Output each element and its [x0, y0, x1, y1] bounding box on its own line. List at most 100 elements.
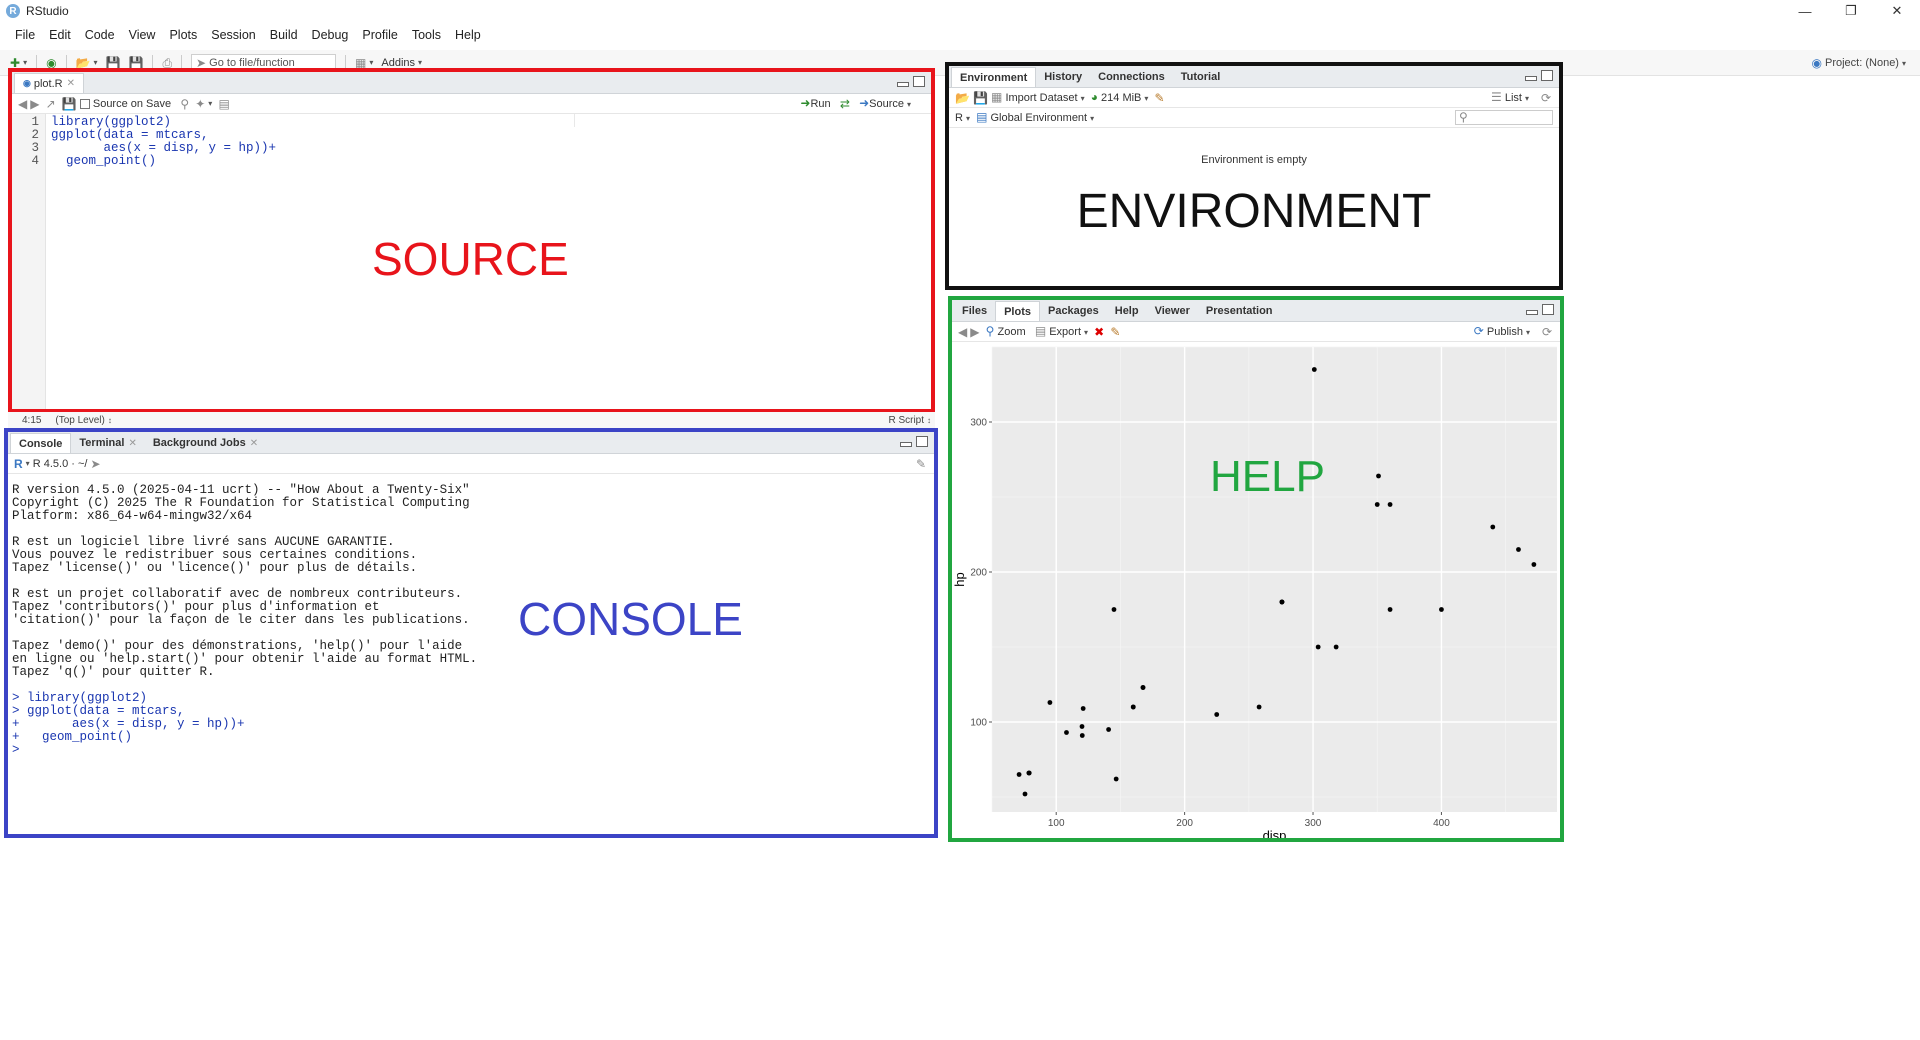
- code-editor[interactable]: 1 2 3 4 library(ggplot2) ggplot(data = m…: [12, 114, 931, 409]
- minimize-pane-button[interactable]: [897, 82, 909, 87]
- tab-connections[interactable]: Connections: [1090, 67, 1173, 87]
- console-line: Copyright (C) 2025 The R Foundation for …: [12, 496, 470, 510]
- console-line: Platform: x86_64-w64-mingw32/x64: [12, 509, 253, 523]
- source-on-save-checkbox[interactable]: [79, 98, 90, 109]
- print-button[interactable]: ⎙: [158, 53, 176, 73]
- open-file-button[interactable]: 📂▾: [75, 55, 98, 70]
- compile-report-icon[interactable]: ▤: [218, 96, 230, 111]
- console-command-line: > ggplot(data = mtcars,: [12, 704, 185, 718]
- close-icon[interactable]: ✕: [249, 437, 259, 449]
- close-button[interactable]: ✕: [1891, 3, 1903, 18]
- clear-console-icon[interactable]: ✎: [915, 456, 926, 471]
- magic-wand-icon[interactable]: ✦: [195, 96, 206, 111]
- filetype-selector[interactable]: R Script↕: [888, 414, 931, 426]
- source-button[interactable]: ➜Source▾: [859, 96, 911, 110]
- new-project-button[interactable]: ◉: [42, 53, 60, 73]
- environment-search-input[interactable]: ⚲: [1455, 110, 1553, 125]
- maximize-pane-button[interactable]: [1541, 70, 1553, 81]
- language-selector[interactable]: R▾: [955, 111, 970, 124]
- project-label: Project: (None): [1825, 57, 1899, 69]
- menu-code[interactable]: Code: [84, 28, 115, 42]
- remove-plot-icon[interactable]: ✖: [1094, 324, 1105, 339]
- menu-profile[interactable]: Profile: [362, 28, 398, 42]
- data-point: [1387, 607, 1393, 612]
- tab-background-jobs[interactable]: Background Jobs✕: [145, 433, 266, 453]
- maximize-pane-button[interactable]: [916, 436, 928, 447]
- refresh-icon[interactable]: ⟳: [1541, 324, 1552, 339]
- close-icon[interactable]: ✕: [66, 78, 75, 89]
- tab-terminal[interactable]: Terminal✕: [71, 433, 144, 453]
- scope-label: (Top Level): [55, 414, 105, 426]
- minimize-pane-button[interactable]: [1525, 76, 1537, 81]
- forward-icon[interactable]: ▶: [970, 324, 980, 339]
- close-icon[interactable]: ✕: [128, 437, 137, 449]
- data-point: [1315, 644, 1321, 650]
- import-dataset-button[interactable]: ▦ Import Dataset▾: [991, 90, 1085, 104]
- menu-help[interactable]: Help: [455, 28, 481, 42]
- tab-plots[interactable]: Plots: [995, 301, 1040, 321]
- memory-usage-button[interactable]: ◕ 214 MiB▾: [1090, 90, 1149, 104]
- tab-packages[interactable]: Packages: [1040, 301, 1107, 321]
- maximize-pane-button[interactable]: [1542, 304, 1554, 315]
- zoom-label: Zoom: [997, 326, 1026, 338]
- run-button[interactable]: ➜Run: [800, 97, 830, 110]
- tab-plot-r[interactable]: ◉ plot.R ✕: [14, 73, 84, 93]
- pane-layout-button[interactable]: ▦▾: [355, 55, 374, 70]
- console-output[interactable]: R version 4.5.0 (2025-04-11 ucrt) -- "Ho…: [8, 474, 934, 834]
- project-menu[interactable]: ◉ Project: (None)▾: [1811, 56, 1906, 70]
- minimize-pane-button[interactable]: [1526, 310, 1538, 315]
- forward-icon[interactable]: ▶: [30, 96, 40, 111]
- menu-plots[interactable]: Plots: [169, 28, 198, 42]
- environment-icon: ▤: [976, 110, 988, 124]
- tab-environment[interactable]: Environment: [951, 67, 1037, 87]
- rerun-icon[interactable]: ⇄: [839, 96, 850, 111]
- maximize-button[interactable]: ❐: [1845, 3, 1857, 18]
- addins-button[interactable]: Addins▾: [381, 56, 423, 69]
- load-workspace-icon[interactable]: 📂: [955, 90, 970, 105]
- show-in-window-icon[interactable]: ↗: [45, 96, 56, 111]
- data-point: [1516, 547, 1521, 552]
- menu-file[interactable]: File: [15, 28, 36, 42]
- scope-selector[interactable]: ▤ Global Environment▾: [976, 110, 1095, 124]
- tab-viewer[interactable]: Viewer: [1147, 301, 1198, 321]
- search-icon[interactable]: ⚲: [180, 96, 190, 111]
- code-area[interactable]: library(ggplot2) ggplot(data = mtcars, a…: [46, 114, 931, 409]
- broom-icon[interactable]: ✎: [1110, 324, 1121, 339]
- menu-edit[interactable]: Edit: [49, 28, 71, 42]
- new-file-button[interactable]: ✚▾: [10, 55, 28, 70]
- save-button[interactable]: 💾: [102, 53, 125, 73]
- tab-help[interactable]: Help: [1107, 301, 1147, 321]
- save-all-button[interactable]: 💾: [124, 53, 147, 73]
- minimize-pane-button[interactable]: [900, 442, 912, 447]
- go-to-dir-icon[interactable]: ➤: [90, 456, 101, 471]
- tab-history[interactable]: History: [1036, 67, 1090, 87]
- console-prompt[interactable]: >: [12, 743, 28, 757]
- back-icon[interactable]: ◀: [18, 96, 28, 111]
- save-workspace-icon[interactable]: 💾: [973, 90, 988, 105]
- table-icon: ▦: [991, 90, 1003, 104]
- code-line: aes(x = disp, y = hp))+: [51, 141, 277, 155]
- addins-label: Addins: [381, 56, 416, 69]
- menu-tools[interactable]: Tools: [411, 28, 442, 42]
- broom-icon[interactable]: ✎: [1154, 90, 1165, 105]
- save-icon[interactable]: 💾: [61, 96, 77, 111]
- back-icon[interactable]: ◀: [958, 324, 968, 339]
- tab-console[interactable]: Console: [10, 433, 72, 453]
- menu-build[interactable]: Build: [269, 28, 298, 42]
- export-button[interactable]: ▤ Export▾: [1034, 324, 1089, 338]
- tab-presentation[interactable]: Presentation: [1198, 301, 1281, 321]
- scope-selector[interactable]: (Top Level)↕: [55, 414, 112, 426]
- publish-button[interactable]: ⟳ Publish▾: [1473, 324, 1530, 338]
- tab-tutorial[interactable]: Tutorial: [1173, 67, 1229, 87]
- menu-session[interactable]: Session: [211, 28, 256, 42]
- minimize-button[interactable]: —: [1798, 3, 1812, 19]
- menu-debug[interactable]: Debug: [311, 28, 349, 42]
- tab-label: Background Jobs: [152, 437, 246, 449]
- view-mode-selector[interactable]: ☰ List▾: [1491, 90, 1529, 104]
- refresh-icon[interactable]: ⟳: [1540, 90, 1551, 105]
- tab-files[interactable]: Files: [954, 301, 995, 321]
- zoom-button[interactable]: ⚲ Zoom: [986, 325, 1026, 338]
- menu-view[interactable]: View: [128, 28, 156, 42]
- maximize-pane-button[interactable]: [913, 76, 925, 87]
- save-all-icon: 💾: [128, 55, 144, 70]
